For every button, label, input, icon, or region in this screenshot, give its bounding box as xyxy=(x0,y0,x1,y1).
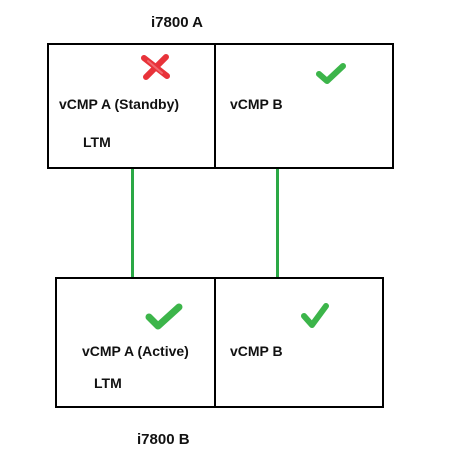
top-device-divider xyxy=(214,43,216,169)
top-device-box xyxy=(47,43,394,169)
top-device-title: i7800 A xyxy=(151,14,203,31)
check-icon xyxy=(145,303,183,330)
link-guest-a xyxy=(131,169,134,279)
cross-icon xyxy=(141,54,170,80)
check-icon xyxy=(316,63,346,84)
bottom-device-box xyxy=(55,277,384,408)
bottom-guest-a-module: LTM xyxy=(94,375,122,391)
bottom-guest-a-name: vCMP A (Active) xyxy=(82,343,189,359)
top-guest-a-module: LTM xyxy=(83,134,111,150)
top-guest-b-name: vCMP B xyxy=(230,96,283,112)
bottom-device-title: i7800 B xyxy=(137,431,190,448)
link-guest-b xyxy=(276,169,279,279)
check-icon xyxy=(301,303,329,328)
top-guest-a-name: vCMP A (Standby) xyxy=(59,96,180,112)
bottom-guest-b-name: vCMP B xyxy=(230,343,283,359)
bottom-device-divider xyxy=(214,277,216,408)
